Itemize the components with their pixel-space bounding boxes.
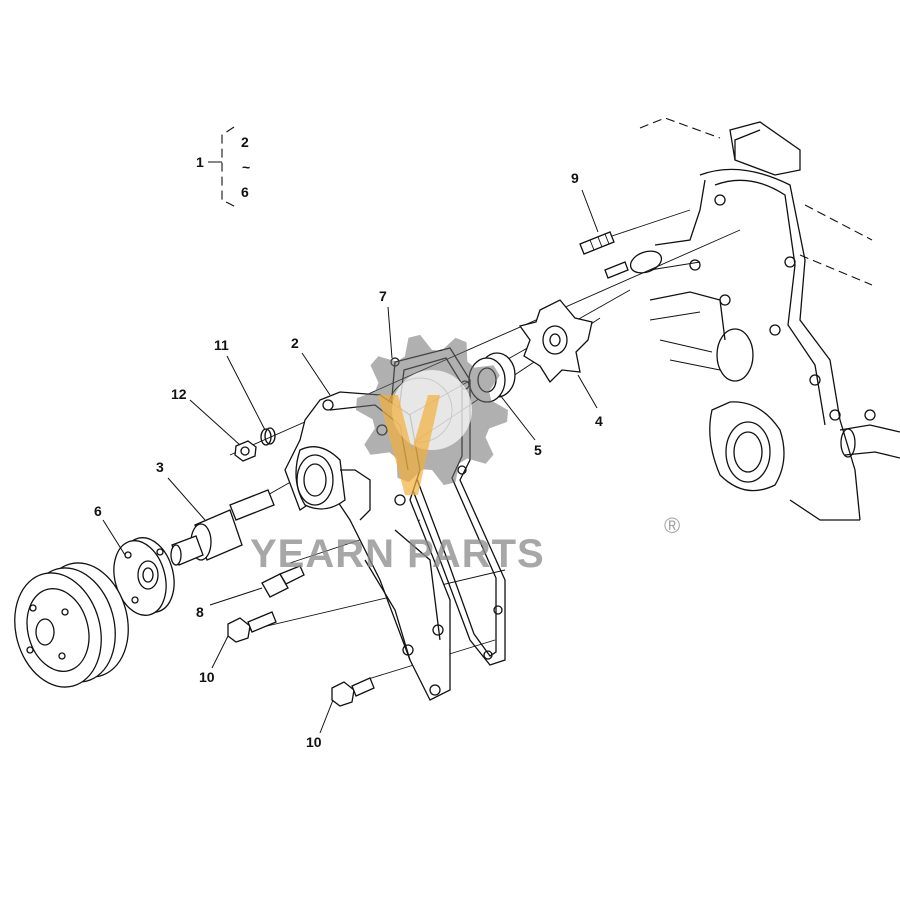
impeller: [518, 299, 593, 384]
callout-10b: 10: [306, 734, 322, 750]
hub-flange: [113, 537, 175, 616]
fan-pulley: [14, 562, 129, 688]
gear-logo-icon: [356, 334, 508, 495]
callout-12: 12: [171, 386, 187, 402]
watermark-brand-text: YEARN PARTS: [250, 532, 545, 576]
washer-11: [260, 427, 276, 446]
callout-10a: 10: [199, 669, 215, 685]
shaft-bearing: [170, 489, 275, 566]
bracket-range-end: 6: [241, 184, 249, 200]
dowel-pin: [579, 231, 663, 279]
leader-lines: [102, 189, 599, 734]
callout-8: 8: [196, 604, 204, 620]
callout-7: 7: [379, 288, 387, 304]
callout-9: 9: [571, 170, 579, 186]
callout-4: 4: [595, 413, 603, 429]
bolt-10a: [227, 611, 277, 643]
bolt-10b: [331, 677, 375, 707]
stud-8: [261, 565, 305, 598]
engine-block: [639, 117, 900, 521]
callout-5: 5: [534, 442, 542, 458]
callout-11: 11: [214, 337, 229, 353]
bracket-range-start: 2: [241, 134, 249, 150]
callout-2: 2: [291, 335, 299, 351]
watermark-registered-mark: ®: [664, 513, 680, 538]
bracket-parent-label: 1: [196, 154, 204, 170]
bracket-range-sep: ~: [242, 159, 250, 175]
callout-6: 6: [94, 503, 102, 519]
nut-12: [234, 440, 257, 462]
watermark: YEARN PARTS ®: [250, 334, 680, 576]
bracket-group: 1 2 ~ 6: [196, 126, 250, 209]
callout-labels: 9 7 11 2 12 4 5 3 6 8 10 10: [94, 170, 603, 750]
v-mark: [378, 395, 440, 495]
callout-3: 3: [156, 459, 164, 475]
